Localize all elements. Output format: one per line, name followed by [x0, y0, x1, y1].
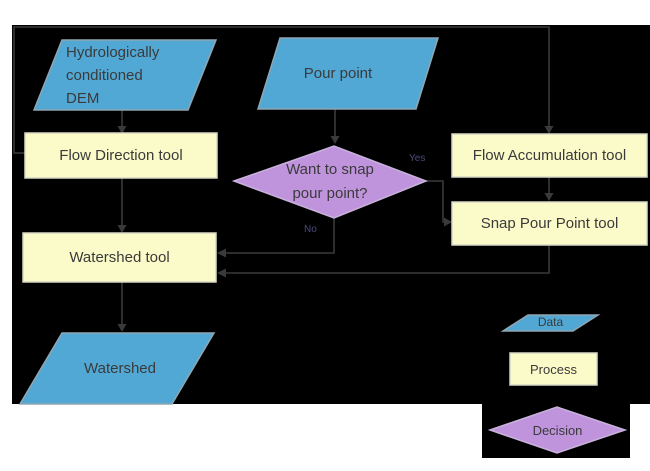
- watershed-shape: [18, 332, 216, 405]
- arrowhead-left-icon: [217, 248, 226, 258]
- edge-decision-yes-to-snappourpoint: [426, 180, 445, 223]
- flow-direction-shape: [24, 132, 218, 179]
- arrowhead-down-icon: [544, 193, 554, 201]
- pour-point-shape: [256, 37, 440, 110]
- flow-accumulation-shape: [451, 133, 648, 178]
- snap-pour-point-shape: [451, 201, 648, 246]
- data-shapes: [18, 37, 601, 405]
- arrowhead-down-icon: [330, 136, 340, 144]
- legend-process-shape: [509, 352, 598, 386]
- decision-shapes: [231, 145, 628, 454]
- process-shapes: [22, 132, 648, 386]
- legend-data-shape: [500, 314, 601, 332]
- watershed-tool-shape: [22, 232, 217, 283]
- edge-flowdirection-to-flowaccumulation: [13, 26, 550, 154]
- arrowhead-left-icon: [217, 268, 226, 278]
- connector-lines: [13, 26, 550, 324]
- legend-decision-shape: [487, 406, 628, 454]
- edge-snappourpoint-to-watershedtool: [226, 245, 550, 274]
- arrowhead-right-icon: [444, 217, 452, 227]
- arrowhead-down-icon: [117, 225, 127, 233]
- decision-shape: [231, 145, 429, 219]
- connector-arrowheads: [117, 126, 554, 332]
- arrowhead-down-icon: [117, 324, 127, 332]
- dem-shape: [32, 39, 218, 111]
- arrowhead-down-icon: [544, 126, 554, 134]
- arrowhead-down-icon: [117, 126, 127, 134]
- edge-decision-no-to-watershedtool: [226, 218, 335, 254]
